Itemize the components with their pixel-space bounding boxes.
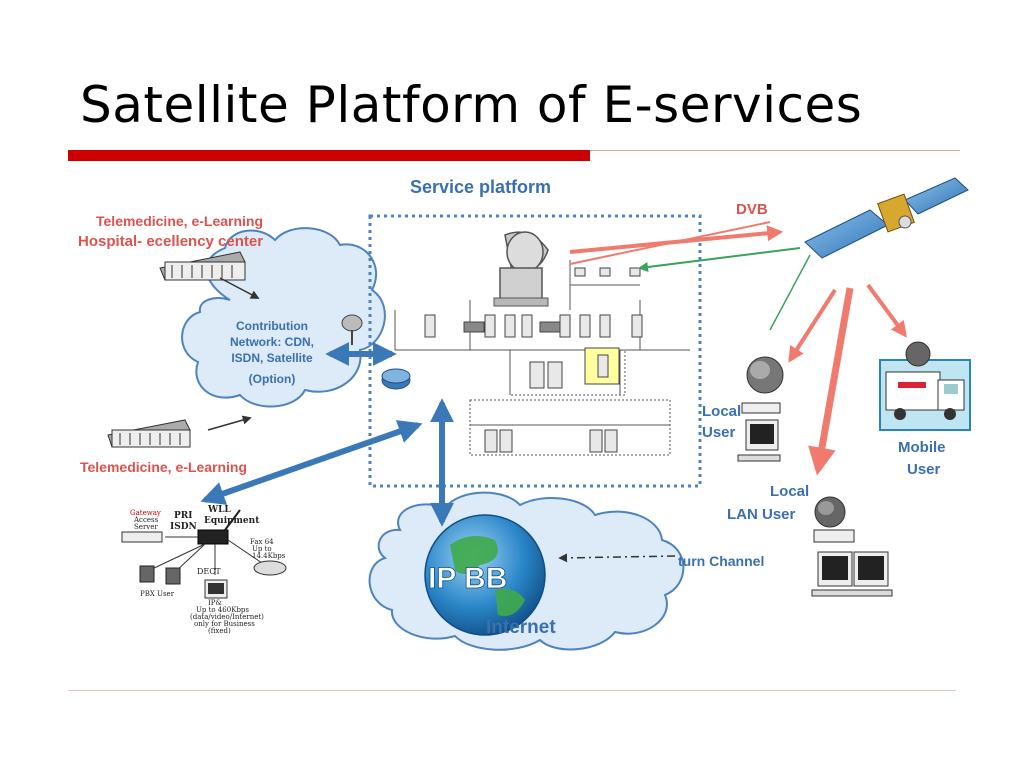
pbx-user-label: PBX User (140, 590, 175, 598)
footer-rule (68, 690, 956, 691)
lan-user-line1: Local (770, 483, 809, 500)
dvb-uplink-arrows (569, 221, 811, 331)
local-user-line2: User (702, 424, 736, 441)
fax-icon (253, 560, 287, 576)
wll-label-line2: Equipment (204, 516, 260, 526)
small-dish-icon (341, 314, 363, 345)
slide-title: Satellite Platform of E-services (80, 76, 863, 134)
internet-label: Internet (486, 617, 556, 638)
hospital-link (219, 277, 260, 299)
ip-label-line2: Up to 460Kbps (196, 606, 249, 614)
contribution-line1: Contribution (236, 319, 308, 333)
service-platform-label: Service platform (410, 177, 551, 197)
bottom-left-label: Telemedicine, e-Learning (80, 459, 247, 475)
contribution-option: (Option) (249, 372, 296, 386)
school-link (207, 415, 252, 431)
return-channel-arrow (558, 553, 676, 563)
mobile-user-line2: User (907, 461, 941, 478)
dect-label: DECT (197, 567, 221, 576)
gateway-label-line3: Server (134, 523, 158, 531)
dvb-downlink-arrows (788, 283, 907, 476)
dvb-label: DVB (736, 201, 768, 218)
ipbb-label: IP BB (428, 562, 507, 595)
return-channel-label: turn Channel (678, 553, 764, 569)
ip-label-line1: IP& (208, 599, 222, 607)
top-left-label-line2: Hospital- ecellency center (78, 233, 263, 250)
title-underline-red (68, 150, 590, 161)
dect-pc-icon (204, 579, 228, 599)
ambulance-icon (879, 341, 971, 431)
school-building-icon (107, 419, 191, 448)
pri-label-line1: PRI (174, 511, 192, 521)
antenna-dish-icon (493, 231, 549, 307)
gateway-label-line2: Access (133, 516, 159, 524)
lan-user-dish-icon (814, 496, 846, 528)
ip-label-line3: (data/video/Internet) (190, 613, 264, 621)
globe-icon (424, 514, 546, 636)
lan-user-pcs-icon (811, 529, 893, 597)
blue-double-arrows (200, 342, 454, 527)
top-left-label-line1: Telemedicine, e-Learning (96, 213, 263, 229)
pbx-phones-icon (139, 565, 181, 585)
platform-equipment (424, 267, 643, 453)
pri-label-line2: ISDN (170, 522, 197, 532)
local-user-line1: Local (702, 403, 741, 420)
ip-label-line5: (fixed) (208, 627, 231, 635)
ip-label-line4: only for Business (194, 620, 255, 628)
fax-label-line1: Fax 64 (250, 538, 274, 546)
contribution-line2: Network: CDN, (230, 335, 314, 349)
gateway-server-icon (121, 531, 163, 543)
router-icon (381, 368, 411, 390)
fax-label-line2: Up to (252, 545, 272, 553)
gateway-label-line1: Gateway (130, 509, 161, 517)
wll-links (149, 536, 266, 575)
fax-label-line3: 14.4Kbps (252, 552, 286, 560)
local-user-pc-icon (737, 402, 781, 462)
lan-user-line2: LAN User (727, 506, 796, 523)
contribution-line3: ISDN, Satellite (231, 351, 313, 365)
local-user-dish-icon (746, 356, 784, 394)
satellite-icon (804, 177, 969, 259)
hospital-building-icon (159, 251, 246, 281)
title-underline-thin (590, 150, 960, 151)
mobile-user-line1: Mobile (898, 439, 946, 456)
wll-label-line1: WLL (207, 505, 231, 515)
